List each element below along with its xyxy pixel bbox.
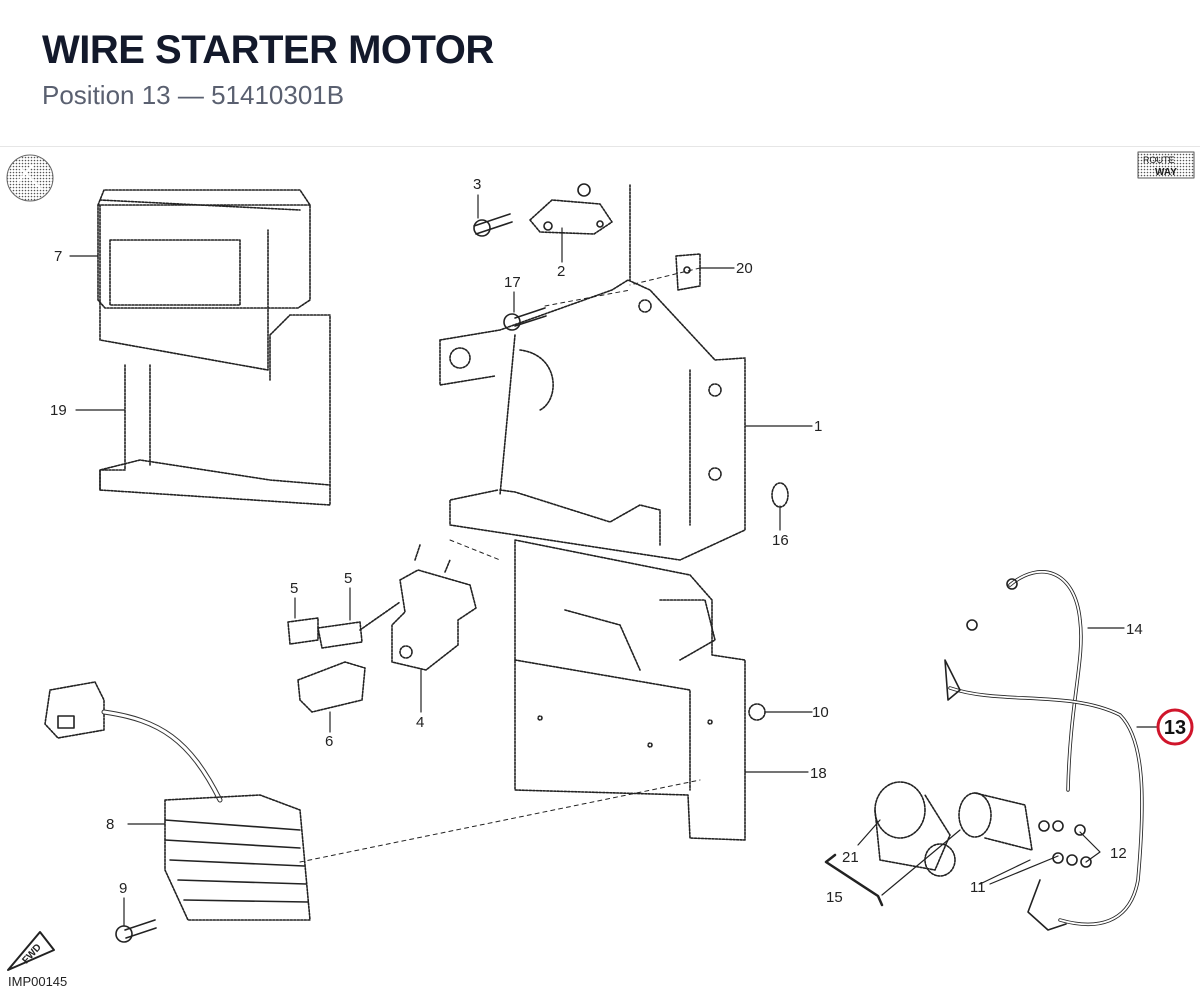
highlighted-callout-13[interactable]: 13 (1156, 708, 1194, 746)
part-18-lower-cover (514, 539, 746, 841)
callout-1[interactable]: 1 (814, 418, 822, 435)
callout-labels: 1 2 3 4 5 5 6 7 8 9 10 11 12 14 15 16 17… (8, 155, 1177, 989)
callout-10[interactable]: 10 (812, 704, 829, 721)
part-20-clip (675, 253, 701, 291)
part-5-relay-right (317, 601, 401, 649)
part-13-starter-wire (944, 619, 1144, 931)
part-8-regulator (44, 681, 311, 921)
callout-2[interactable]: 2 (557, 263, 565, 280)
part-21-starter-relay (874, 781, 956, 877)
corner-label-line2: WAY (1155, 167, 1177, 178)
callout-15[interactable]: 15 (826, 889, 843, 906)
callout-11[interactable]: 11 (970, 879, 986, 896)
callout-18[interactable]: 18 (810, 765, 827, 782)
part-2-bracket (529, 183, 613, 235)
drawing-code: IMP00145 (8, 974, 67, 989)
route-label-box (1137, 151, 1195, 179)
part-1-support-bracket (439, 184, 746, 561)
part-6-connector (297, 661, 366, 713)
part-12-washers (1074, 824, 1092, 868)
part-10-nut (748, 703, 766, 721)
part-14-wire (1006, 570, 1083, 792)
part-16-grommet (771, 482, 789, 508)
callout-leader-lines (69, 194, 1159, 927)
part-17-bolt (503, 307, 547, 331)
part-11-nuts (1038, 820, 1078, 866)
page-title: WIRE STARTER MOTOR (42, 28, 494, 72)
page-subtitle: Position 13 — 51410301B (42, 80, 345, 110)
brand-logo-icon (6, 154, 54, 202)
part-5-relay-left (287, 617, 319, 645)
corner-label-line1: ROUTE (1143, 155, 1175, 165)
assembly-guide-lines (299, 267, 701, 863)
part-19-battery-tray (99, 314, 331, 506)
callout-3[interactable]: 3 (473, 176, 481, 193)
page-header: WIRE STARTER MOTOR Position 13 — 5141030… (0, 0, 1200, 147)
callout-8[interactable]: 8 (106, 816, 114, 833)
callout-20[interactable]: 20 (736, 260, 753, 277)
callout-21[interactable]: 21 (842, 849, 859, 866)
part-15-solenoid (958, 792, 1033, 851)
callout-4[interactable]: 4 (416, 714, 424, 731)
part-9-bolt (115, 919, 157, 943)
callout-7[interactable]: 7 (54, 248, 62, 265)
part-7-battery (97, 189, 311, 371)
callout-15-bracket (824, 853, 884, 907)
callout-6[interactable]: 6 (325, 733, 333, 750)
exploded-parts-diagram: 13 1 2 3 4 5 5 6 7 8 9 10 11 12 14 15 16… (6, 151, 1195, 989)
callout-12[interactable]: 12 (1110, 845, 1127, 862)
callout-16[interactable]: 16 (772, 532, 789, 549)
callout-9[interactable]: 9 (119, 880, 127, 897)
callout-19[interactable]: 19 (50, 402, 67, 419)
callout-13-label: 13 (1164, 717, 1186, 739)
part-4-relay-holder (391, 544, 477, 671)
callout-14[interactable]: 14 (1126, 621, 1143, 638)
callout-5-right[interactable]: 5 (344, 570, 352, 587)
part-3-bolt (473, 213, 513, 237)
callout-5-left[interactable]: 5 (290, 580, 298, 597)
fwd-arrow-icon (7, 931, 55, 971)
callout-17[interactable]: 17 (504, 274, 521, 291)
